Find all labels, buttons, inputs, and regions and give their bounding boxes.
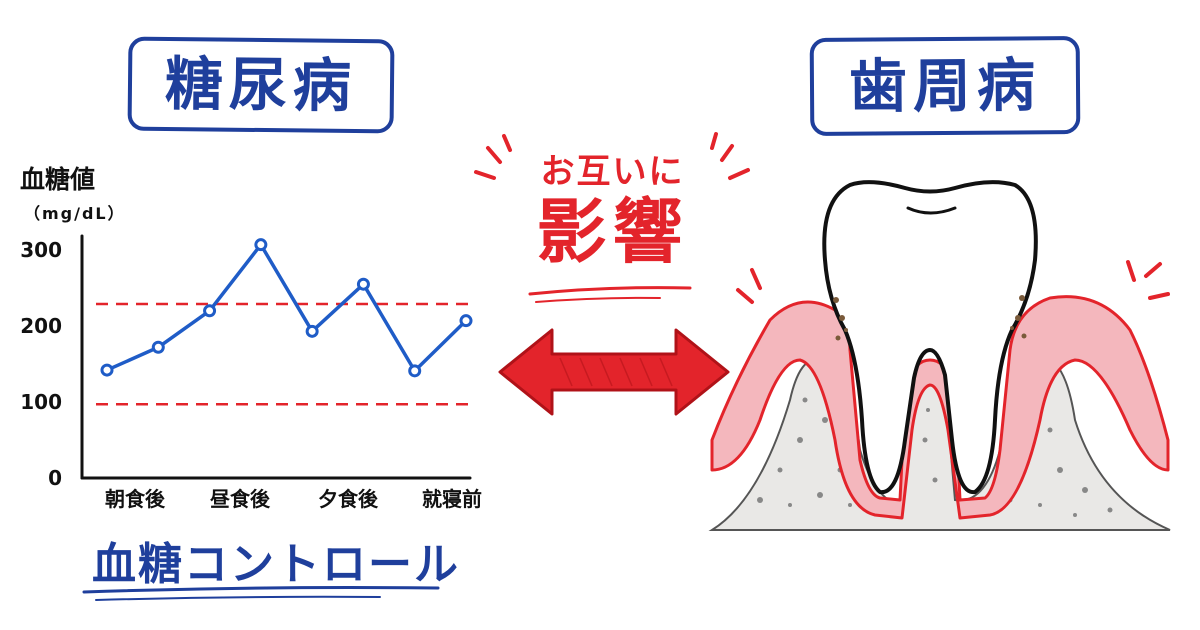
data-point xyxy=(254,238,268,252)
blood-sugar-control-caption: 血糖コントロール xyxy=(92,539,460,590)
tooth-shape xyxy=(822,180,1038,495)
double-arrow-icon xyxy=(498,328,730,416)
influence-label: 影響 xyxy=(536,191,689,273)
center-underline-2 xyxy=(535,296,661,303)
y-axis-unit: （mg/dL） xyxy=(24,204,126,223)
plaque-deposits xyxy=(833,295,1027,341)
blood-sugar-chart: 0 100 200 300 朝食後 昼食後 夕食後 就寝前 xyxy=(20,234,482,511)
y-tick-label: 100 xyxy=(20,390,62,414)
data-point xyxy=(305,324,319,338)
mutual-label: お互いに xyxy=(540,152,685,192)
data-point xyxy=(408,364,422,378)
data-point xyxy=(151,340,165,354)
tooth-crown-groove xyxy=(906,206,957,215)
blood-sugar-line xyxy=(105,242,468,373)
data-point xyxy=(459,314,473,328)
data-point xyxy=(203,304,217,318)
x-tick-label: 朝食後 xyxy=(105,487,166,511)
emphasis-strokes-right xyxy=(710,132,750,180)
x-tick-label: 昼食後 xyxy=(210,487,271,511)
gum-tissue xyxy=(710,295,1170,520)
center-underline xyxy=(528,286,692,296)
y-tick-label: 0 xyxy=(48,466,62,490)
x-tick-label: 夕食後 xyxy=(318,487,379,511)
data-point xyxy=(100,363,114,377)
emphasis-strokes-left xyxy=(474,134,512,180)
inflammation-strokes xyxy=(736,260,1170,304)
y-tick-label: 200 xyxy=(20,314,62,338)
y-tick-label: 300 xyxy=(20,238,62,262)
y-axis-label: 血糖値 xyxy=(20,165,96,194)
x-tick-label: 就寝前 xyxy=(422,487,482,511)
tooth-illustration xyxy=(708,180,1171,531)
data-point xyxy=(356,277,370,291)
